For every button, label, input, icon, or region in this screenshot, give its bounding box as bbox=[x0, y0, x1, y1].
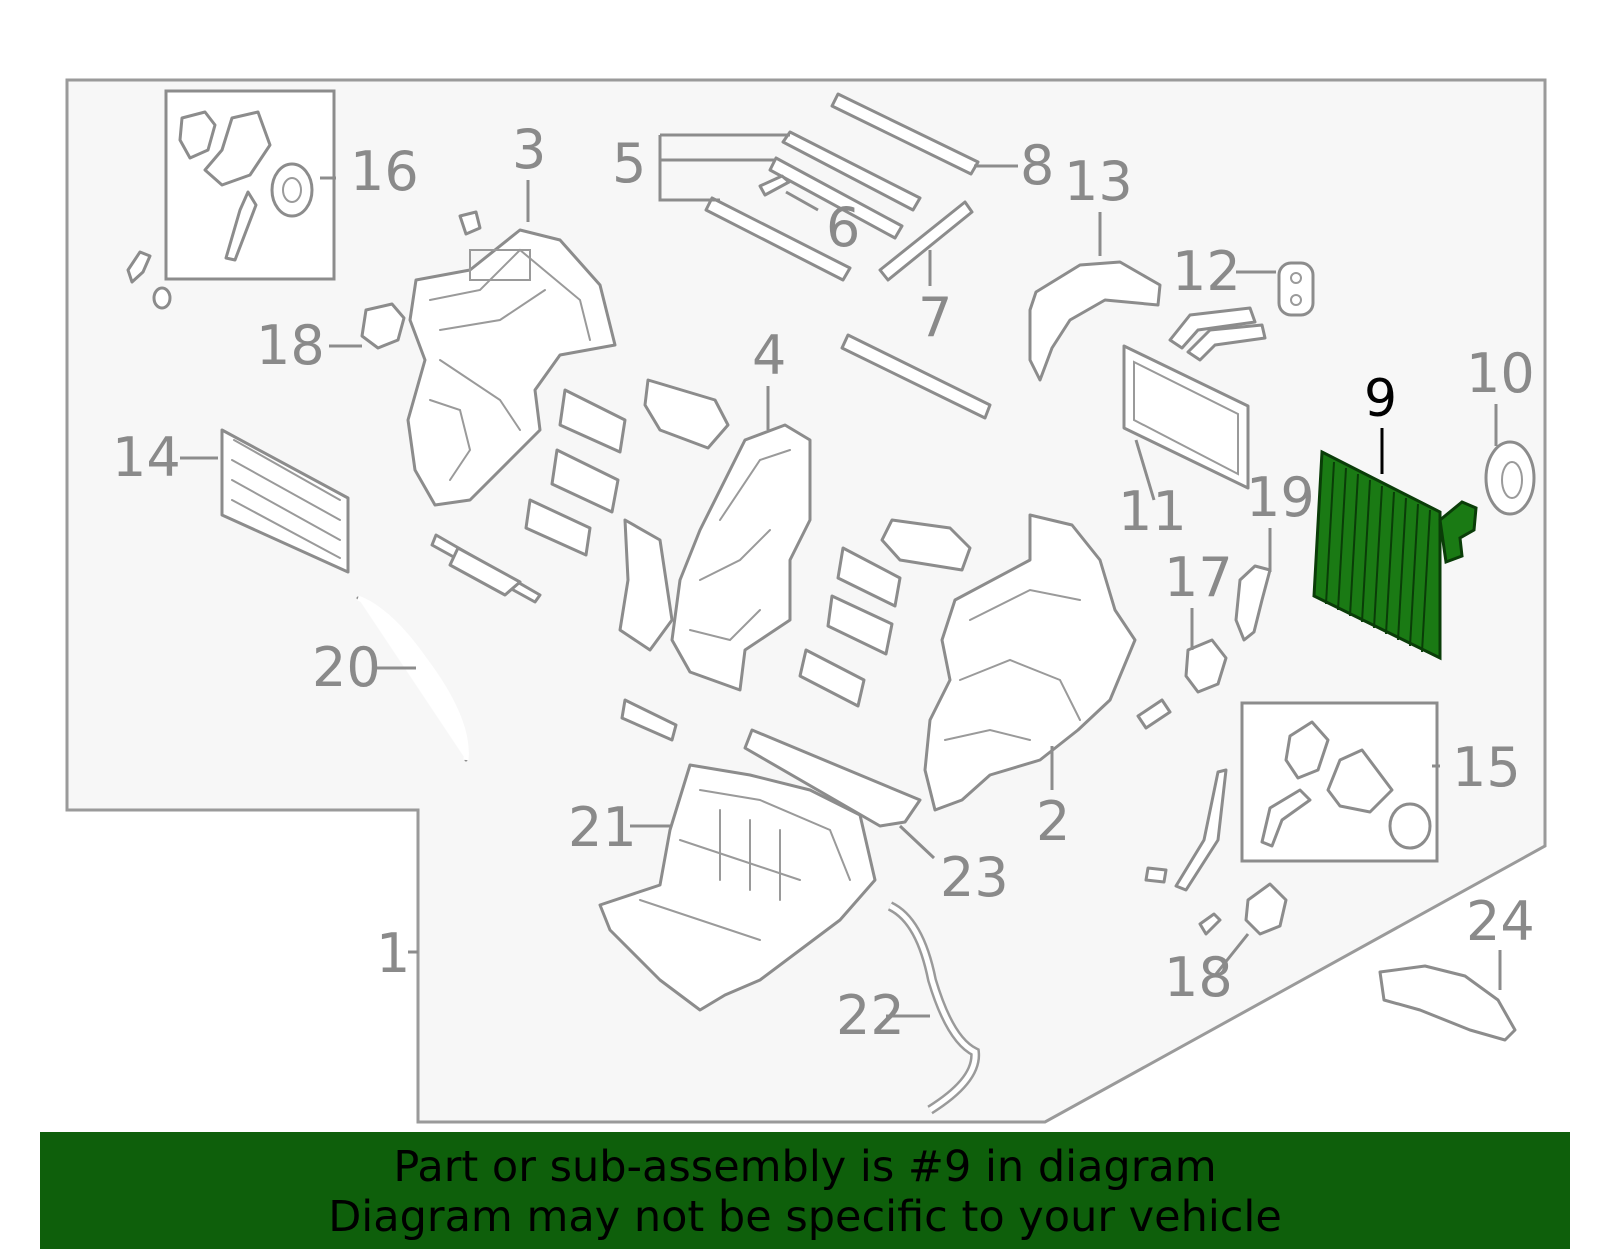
callout-14: 14 bbox=[112, 426, 181, 489]
part-11-heater-core bbox=[1122, 306, 1267, 490]
callout-21: 21 bbox=[568, 796, 637, 859]
callout-10: 10 bbox=[1466, 342, 1535, 405]
vent-parts-center bbox=[430, 388, 627, 604]
part-15-actuators bbox=[1260, 720, 1432, 850]
part-18-lower bbox=[1244, 882, 1288, 936]
callout-13: 13 bbox=[1064, 150, 1133, 213]
part-9-evaporator bbox=[1312, 449, 1478, 661]
callout-11: 11 bbox=[1118, 480, 1187, 543]
part-2-main-case bbox=[880, 513, 1137, 812]
part-23-bar bbox=[743, 728, 922, 828]
rods-5-6-7-8 bbox=[704, 92, 980, 282]
part-14-filter bbox=[220, 428, 350, 574]
callout-22: 22 bbox=[836, 984, 905, 1047]
clip-near-17 bbox=[1136, 698, 1172, 730]
callout-6: 6 bbox=[826, 196, 860, 259]
part-10-seal bbox=[1484, 440, 1536, 516]
callout-18-lower: 18 bbox=[1164, 946, 1233, 1009]
vent-parts-right bbox=[798, 546, 902, 708]
callout-16: 16 bbox=[350, 140, 419, 203]
part-3-upper-case bbox=[406, 228, 617, 507]
part-12-gasket bbox=[1277, 261, 1315, 317]
callout-5: 5 bbox=[612, 132, 646, 195]
part-16-actuators bbox=[178, 110, 314, 262]
rod-near-18-lower bbox=[1174, 768, 1228, 892]
callout-17: 17 bbox=[1164, 546, 1233, 609]
bar-below-7 bbox=[840, 333, 992, 420]
callout-3: 3 bbox=[512, 118, 546, 181]
callout-23: 23 bbox=[940, 846, 1009, 909]
leader-lines bbox=[180, 133, 1502, 1018]
callout-4: 4 bbox=[752, 324, 786, 387]
part-13-bracket bbox=[1028, 260, 1162, 382]
clips-left bbox=[126, 250, 172, 310]
part-24-duct bbox=[1378, 964, 1517, 1042]
banner-line-disclaimer: Diagram may not be specific to your vehi… bbox=[328, 1192, 1282, 1242]
banner-line-part: Part or sub-assembly is #9 in diagram bbox=[393, 1142, 1217, 1192]
clip-lower-2 bbox=[1198, 912, 1222, 936]
callout-12: 12 bbox=[1172, 240, 1241, 303]
part-21-lower-case bbox=[598, 763, 877, 1012]
disclaimer-banner: Part or sub-assembly is #9 in diagram Di… bbox=[40, 1132, 1570, 1249]
clip-lower-1 bbox=[1144, 866, 1168, 884]
part-3-clip bbox=[458, 210, 482, 236]
callout-15: 15 bbox=[1452, 736, 1521, 799]
callout-2: 2 bbox=[1036, 790, 1070, 853]
part-20-hose-inner bbox=[357, 595, 469, 761]
callout-1: 1 bbox=[376, 922, 410, 985]
callout-9: 9 bbox=[1364, 369, 1397, 429]
callout-20: 20 bbox=[312, 636, 381, 699]
part-22-hose-inner bbox=[888, 903, 978, 1113]
part-18-upper bbox=[360, 302, 406, 350]
callout-8: 8 bbox=[1020, 134, 1054, 197]
callout-7: 7 bbox=[918, 286, 952, 349]
callout-19: 19 bbox=[1246, 466, 1315, 529]
part-19-gasket bbox=[1234, 564, 1272, 642]
callout-18-upper: 18 bbox=[256, 314, 325, 377]
part-17-actuator bbox=[1184, 638, 1228, 694]
callout-24: 24 bbox=[1466, 890, 1535, 953]
part-4-center-case bbox=[618, 378, 812, 742]
